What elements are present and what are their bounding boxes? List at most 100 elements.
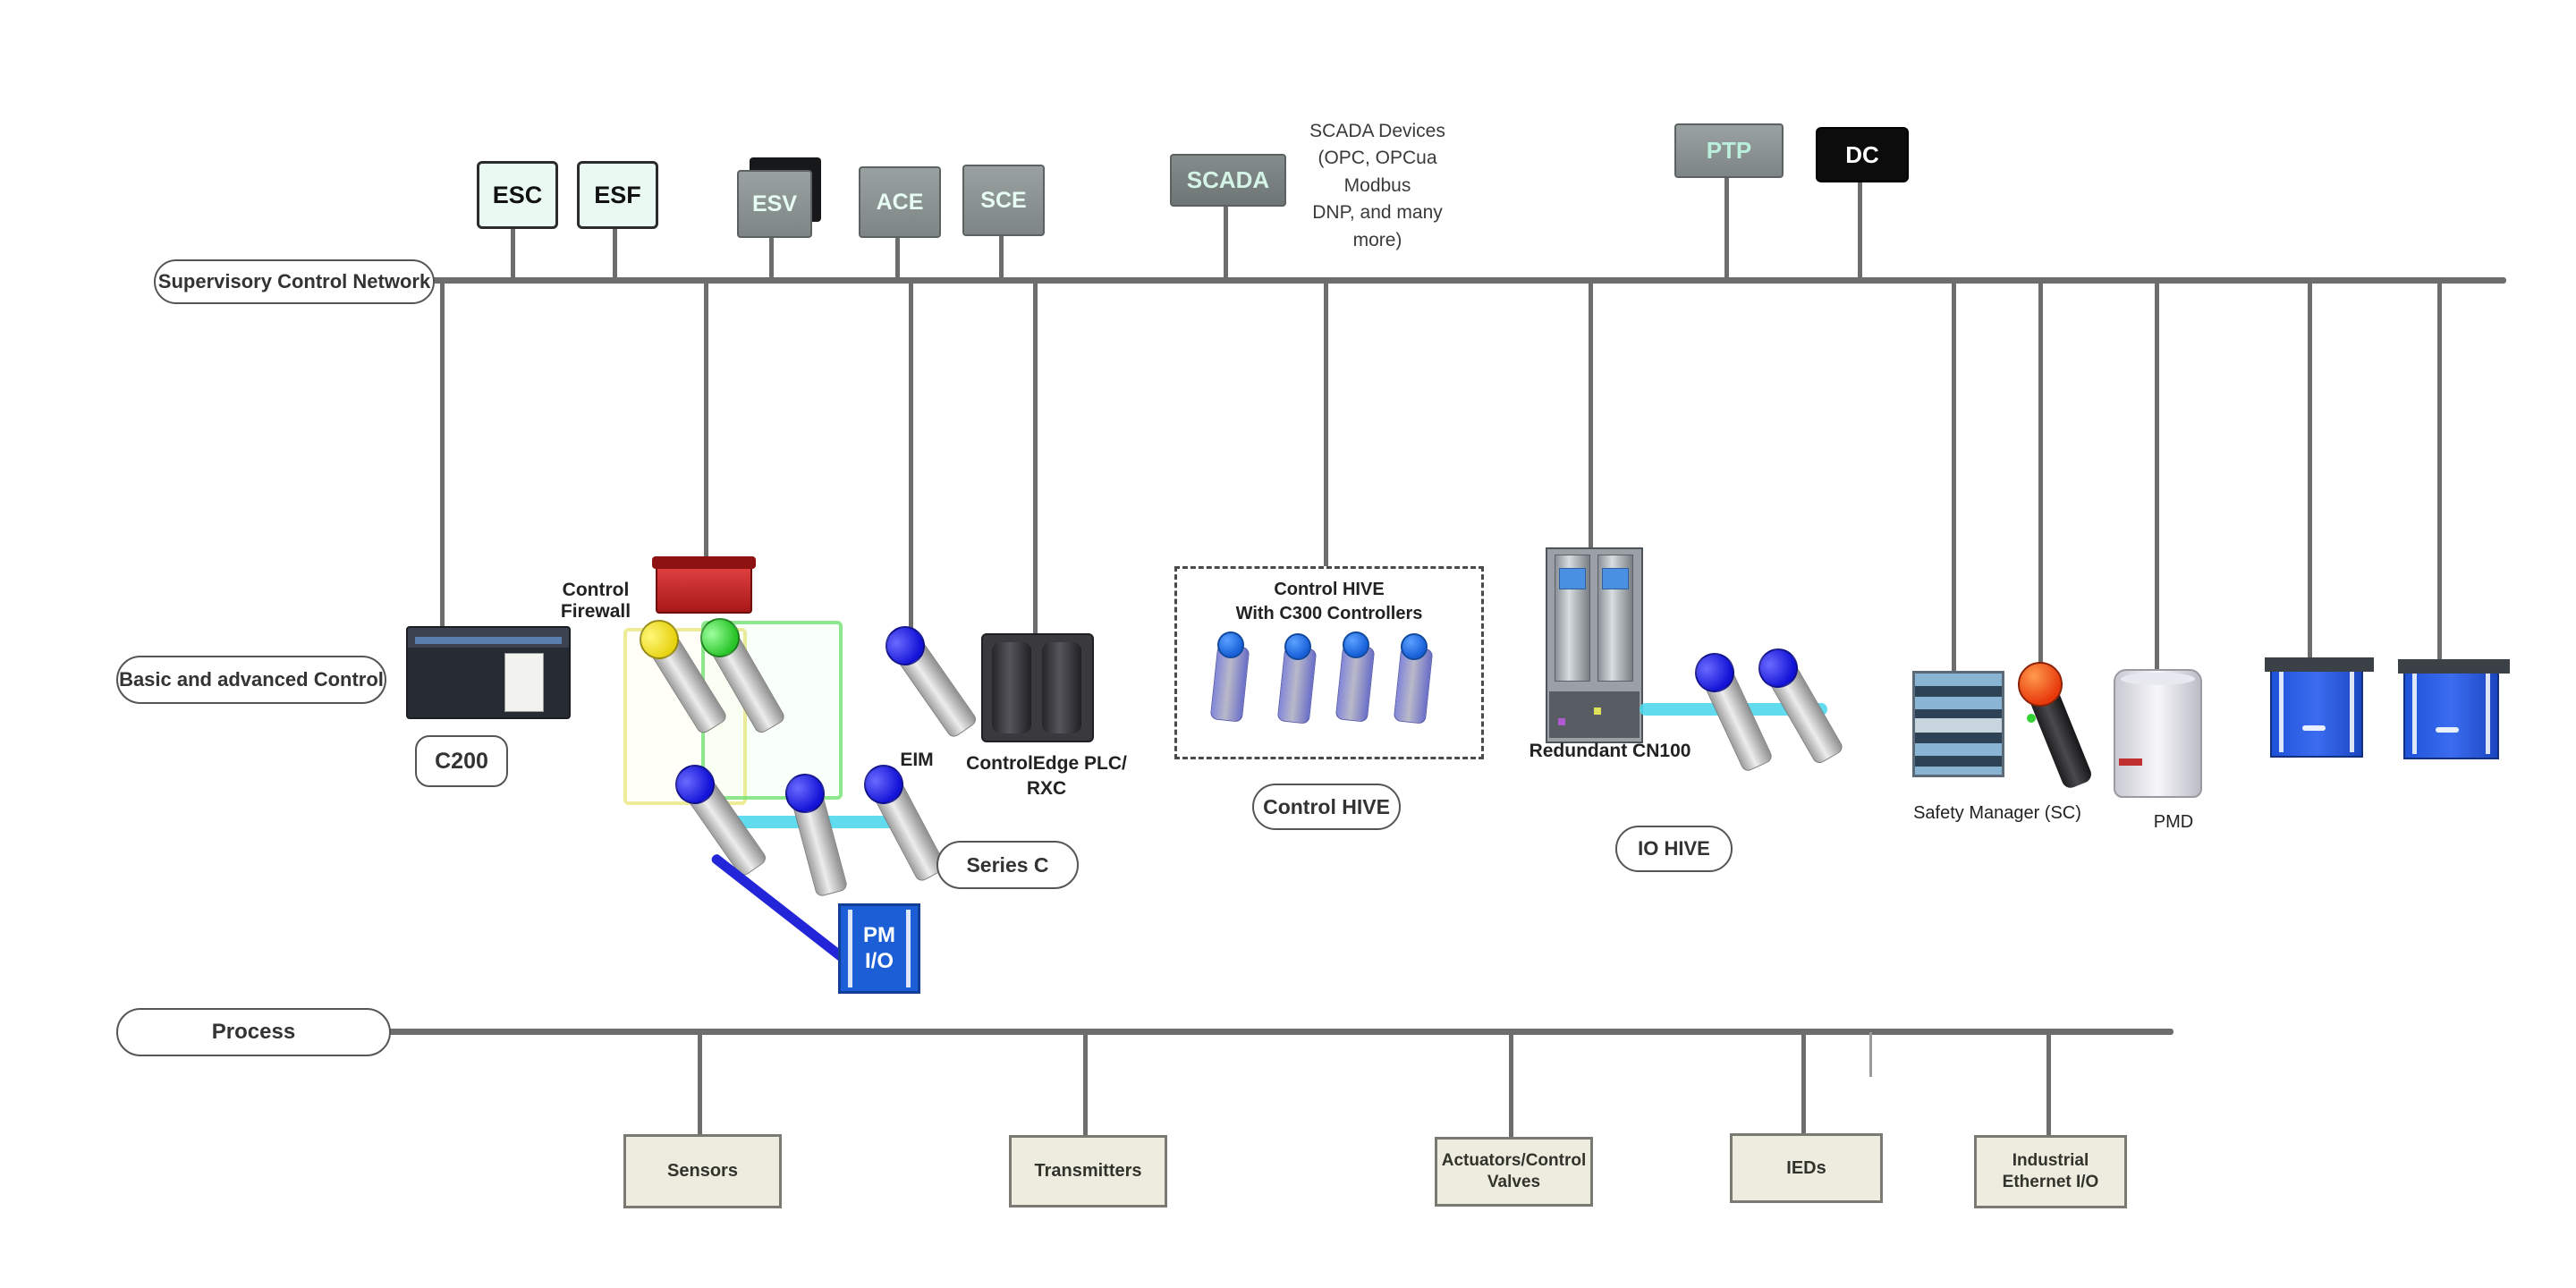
node-esv: ESV: [737, 170, 812, 238]
pmd-top: [2121, 673, 2195, 685]
ieds-text: IEDs: [1786, 1157, 1826, 1178]
esv-text: ESV: [751, 191, 798, 216]
control-firewall-label: Control Firewall: [560, 580, 631, 622]
cn100-indicator: [1594, 708, 1601, 715]
controller-cap: [1217, 631, 1244, 658]
pmio-text: PM I/O: [863, 922, 895, 973]
connector-orange-device: [2038, 280, 2043, 669]
dc-text: DC: [1845, 140, 1879, 168]
controller-cube-2: [2398, 659, 2510, 759]
controller-cube-1: [2265, 657, 2374, 758]
handheld-device: [2011, 662, 2094, 796]
c300-controller-2: [1276, 633, 1318, 724]
actuators-text: Actuators/Control Valves: [1441, 1151, 1587, 1191]
process-node-actuators: Actuators/Control Valves: [1435, 1137, 1593, 1207]
connector-plc: [1033, 280, 1038, 633]
pmio-stripe: [906, 910, 911, 987]
connector-sce: [999, 233, 1004, 279]
process-node-ieds: IEDs: [1730, 1133, 1883, 1203]
basic-advanced-control-label: Basic and advanced Control: [116, 656, 386, 704]
c200-band: [415, 637, 562, 644]
supervisory-network-text: Supervisory Control Network: [157, 270, 431, 292]
orange-cap: [2018, 662, 2063, 707]
connector-cn100: [1589, 280, 1593, 549]
connector-pmd: [2155, 280, 2159, 669]
controller-cap: [1343, 631, 1369, 658]
cn100-label: Redundant CN100: [1529, 741, 1691, 761]
connector-sensors: [698, 1032, 702, 1134]
safety-manager-label: Safety Manager (SC): [1913, 803, 2081, 823]
esc-text: ESC: [492, 181, 543, 208]
c300-controller-1: [1209, 631, 1250, 723]
connector-firewall: [704, 280, 708, 565]
industrial-ethernet-text: Industrial Ethernet I/O: [2002, 1151, 2099, 1191]
c200-text: C200: [435, 748, 488, 774]
node-esf: ESF: [577, 161, 658, 229]
connector-safety-manager: [1952, 280, 1956, 673]
cube-stripe: [2486, 674, 2490, 754]
cn100-module: [1555, 555, 1590, 682]
process-network-bus: [387, 1029, 2174, 1035]
io-hive-text: IO HIVE: [1638, 837, 1710, 860]
connector-ace: [895, 234, 900, 279]
process-node-industrial-ethernet: Industrial Ethernet I/O: [1974, 1135, 2127, 1208]
series-c-io-module-2: [781, 769, 853, 909]
plc-module: [992, 642, 1031, 733]
cn100-module: [1597, 555, 1633, 682]
cube-stripe: [2279, 672, 2284, 752]
esf-text: ESF: [594, 181, 641, 208]
cn100-device: [1546, 547, 1643, 743]
device-marking: [2302, 725, 2326, 731]
node-dc: DC: [1816, 127, 1909, 182]
connector-stub: [1869, 1032, 1872, 1077]
firewall-lip: [652, 556, 756, 569]
cn100-screen: [1559, 568, 1586, 589]
cube-flap: [2265, 657, 2374, 672]
c200-label: C200: [415, 735, 508, 787]
supervisory-network-label: Supervisory Control Network: [154, 259, 435, 304]
node-scada: SCADA: [1170, 154, 1286, 207]
connector-control-hive: [1324, 280, 1328, 566]
io-hive-label: IO HIVE: [1615, 826, 1733, 872]
sce-text: SCE: [980, 187, 1027, 213]
connector-c200: [440, 280, 445, 628]
green-indicator: [2027, 714, 2036, 723]
eim-label: EIM: [900, 750, 934, 770]
pmio-stripe: [848, 910, 852, 987]
supervisory-network-bus: [420, 277, 2506, 284]
plc-module: [1042, 642, 1081, 733]
connector-dc: [1858, 179, 1862, 279]
controller-cap: [1284, 633, 1311, 660]
pmd-mark: [2119, 758, 2142, 766]
pmd-label: PMD: [2153, 812, 2194, 832]
connector-cube-2: [2437, 280, 2442, 669]
sensors-text: Sensors: [667, 1161, 738, 1181]
safety-manager-band: [1915, 717, 2002, 733]
process-node-sensors: Sensors: [623, 1134, 782, 1208]
c300-controller-4: [1393, 633, 1434, 724]
connector-cube-1: [2308, 280, 2312, 668]
ptp-text: PTP: [1706, 137, 1752, 164]
c300-controller-3: [1335, 631, 1376, 723]
cn100-base: [1549, 691, 1640, 738]
node-ace: ACE: [859, 166, 941, 238]
series-c-label: Series C: [936, 841, 1079, 889]
cn100-screen: [1602, 568, 1629, 589]
process-label: Process: [116, 1008, 391, 1056]
connector-eim: [909, 280, 913, 631]
pmd-device: [2114, 669, 2202, 798]
basic-advanced-control-text: Basic and advanced Control: [119, 668, 384, 691]
controller-cap: [1401, 633, 1428, 660]
control-hive-text: Control HIVE: [1263, 794, 1390, 818]
series-c-text: Series C: [966, 852, 1049, 877]
connector-ptp: [1724, 174, 1729, 279]
connector-scada: [1224, 203, 1228, 279]
scada-text: SCADA: [1186, 166, 1270, 193]
cube-stripe: [2350, 672, 2354, 752]
connector-transmitters: [1083, 1032, 1088, 1135]
cube-flap: [2398, 659, 2510, 674]
c200-module: [504, 653, 544, 712]
controledge-plc-label: ControlEdge PLC/ RXC: [966, 753, 1127, 800]
connector-actuators: [1509, 1032, 1513, 1137]
